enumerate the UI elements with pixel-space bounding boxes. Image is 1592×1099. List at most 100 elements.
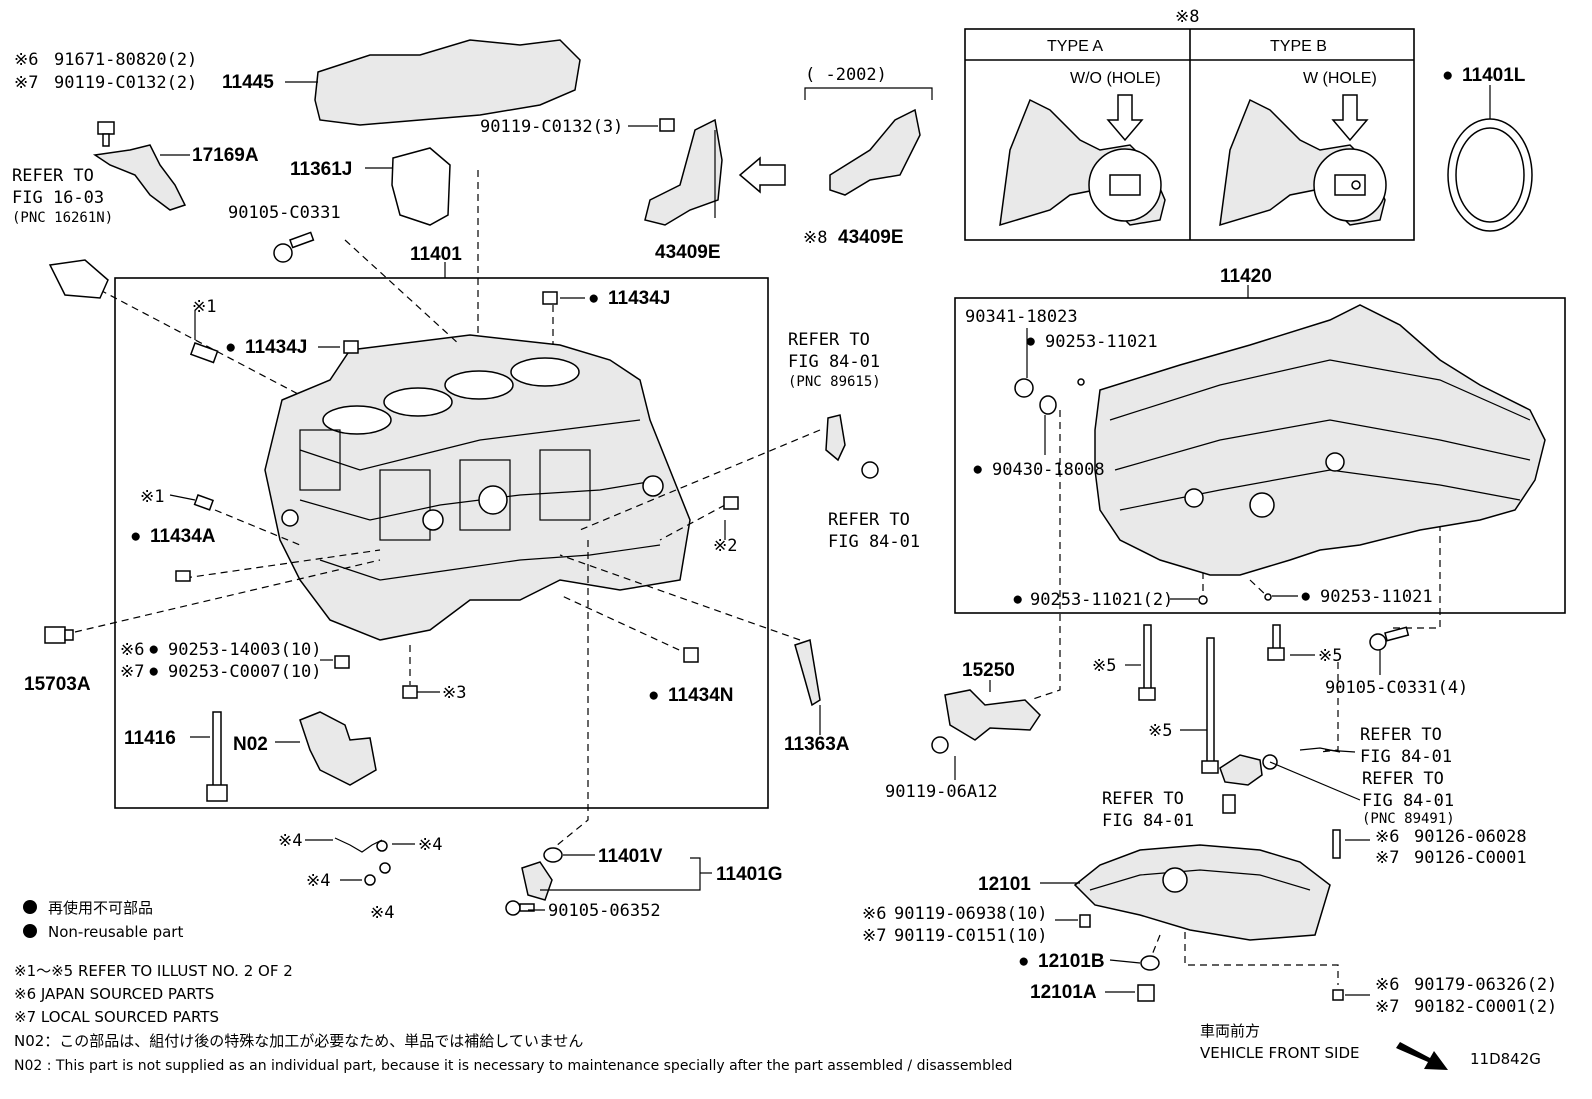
mark-n8-top: ※8 xyxy=(1175,7,1199,27)
seal-11401V xyxy=(543,847,563,863)
refer-84-01-d-line2: FIG 84-01 xyxy=(1102,811,1194,831)
label-91671: 91671-80820(2) xyxy=(54,50,197,70)
sensor-89491 xyxy=(1219,747,1341,814)
bullet-12101B: ● xyxy=(1018,951,1029,972)
gasket-12101B xyxy=(1140,955,1160,971)
bolt-90119-C0132 xyxy=(659,118,675,132)
refer-84-01-c-line2: FIG 84-01 xyxy=(1360,747,1452,767)
bolt-90119-06938 xyxy=(1079,914,1091,928)
mark-n6-90119: ※6 xyxy=(862,904,886,924)
label-90105-06352: 90105-06352 xyxy=(548,901,661,921)
type-b-note: W (HOLE) xyxy=(1303,70,1377,87)
hose-16261N xyxy=(48,259,109,299)
label-11361J: 11361J xyxy=(290,159,352,180)
legend-ref-1-5: ※1～※5 REFER TO ILLUST NO. 2 OF 2 xyxy=(14,962,293,980)
label-90253-11021-2: 90253-11021(2) xyxy=(1030,590,1173,610)
mark-n2: ※2 xyxy=(713,536,737,556)
label-11434N: 11434N xyxy=(668,685,734,706)
bolt-90105-C0331 xyxy=(273,231,315,263)
mark-n4-a: ※4 xyxy=(278,831,302,851)
bullet-90430-18008: ● xyxy=(972,459,983,480)
mark-n6-tl: ※6 xyxy=(14,50,38,70)
label-43409E: 43409E xyxy=(655,242,721,263)
pin-11434J-small xyxy=(343,340,359,354)
label-90179-06326: 90179-06326(2) xyxy=(1414,975,1557,995)
legend-local: ※7 LOCAL SOURCED PARTS xyxy=(14,1008,219,1026)
nut-90253-2 xyxy=(1198,595,1208,605)
bolt-11416 xyxy=(206,711,228,802)
bolt-n5-a xyxy=(1138,624,1156,701)
label-43409E-b: 43409E xyxy=(838,227,904,248)
bolt-n5-c xyxy=(1267,624,1285,661)
heat-insulator-11445 xyxy=(314,39,581,126)
label-90253-C0007: 90253-C0007(10) xyxy=(168,662,322,682)
front-side-jp: 車両前方 xyxy=(1200,1022,1260,1040)
nut-90253 xyxy=(334,655,350,669)
refer-84-01-mid-line1: REFER TO xyxy=(828,510,910,530)
refer-89491-line3: (PNC 89491) xyxy=(1362,811,1455,827)
leader-lines xyxy=(74,170,1441,985)
refer-fig16-line3: (PNC 16261N) xyxy=(12,210,113,226)
mark-n8-mid: ※8 xyxy=(803,228,827,248)
refer-84-01-c-line1: REFER TO xyxy=(1360,725,1442,745)
gasket-11361J xyxy=(391,147,451,226)
refer-84-01-mid-line2: FIG 84-01 xyxy=(828,532,920,552)
oil-pan-upper-11420 xyxy=(1094,304,1546,576)
label-90126-C0001: 90126-C0001 xyxy=(1414,848,1527,868)
bullet-11434J-left: ● xyxy=(225,337,236,358)
bullet-11434A: ● xyxy=(130,526,141,547)
label-11401L: 11401L xyxy=(1462,65,1526,86)
label-90119-C0132-2: 90119-C0132(2) xyxy=(54,73,197,93)
range-label: ( -2002) xyxy=(805,65,887,85)
bullet-11401L: ● xyxy=(1442,65,1453,86)
label-11420: 11420 xyxy=(1220,266,1272,287)
refer-84-01-d-line1: REFER TO xyxy=(1102,789,1184,809)
arrow-left xyxy=(738,156,786,194)
legend-bullet-1 xyxy=(23,900,37,914)
label-90253-14003: 90253-14003(10) xyxy=(168,640,322,660)
label-N02: N02 xyxy=(233,734,268,755)
plug-90341 xyxy=(1014,378,1034,398)
mark-n5-a: ※5 xyxy=(1092,656,1116,676)
pin-11434A xyxy=(175,570,191,582)
illustration-id: 11D842G xyxy=(1470,1050,1541,1068)
mark-n7-block: ※7 xyxy=(120,662,144,682)
solid-leaders xyxy=(160,81,1491,996)
label-17169A: 17169A xyxy=(192,145,259,166)
nut-90253-a xyxy=(1077,378,1085,386)
label-12101B: 12101B xyxy=(1038,951,1105,972)
label-90341-18023: 90341-18023 xyxy=(965,307,1078,327)
label-90119-06A12: 90119-06A12 xyxy=(885,782,998,802)
nut-90253-b xyxy=(1264,593,1272,601)
legend-japan: ※6 JAPAN SOURCED PARTS xyxy=(14,985,214,1003)
refer-fig16-line1: REFER TO xyxy=(12,166,94,186)
refer-89615-line1: REFER TO xyxy=(788,330,870,350)
oil-pan-upper-frame xyxy=(954,297,1566,614)
oil-seal-11401L xyxy=(1447,118,1533,232)
bolt-90105-06352 xyxy=(505,900,535,916)
legend-nonreuse-en: Non-reusable part xyxy=(48,923,183,941)
refer-89491-line1: REFER TO xyxy=(1362,769,1444,789)
mark-n4-d: ※4 xyxy=(370,903,394,923)
oil-pan-12101 xyxy=(1073,844,1331,941)
refer-89615-line2: FIG 84-01 xyxy=(788,352,880,372)
bracket-17169A xyxy=(92,144,187,211)
plug-15703A xyxy=(44,626,74,644)
label-90105-C0331-4: 90105-C0331(4) xyxy=(1325,678,1468,698)
bullet-90253-11021-b: ● xyxy=(1300,586,1311,607)
bullet-90253-C0007: ● xyxy=(148,661,159,682)
mark-n7-90119: ※7 xyxy=(862,926,886,946)
bracket-43409E xyxy=(644,118,723,226)
plug-12101A xyxy=(1137,984,1155,1002)
pin-11434N xyxy=(683,647,699,663)
mark-n6-block: ※6 xyxy=(120,640,144,660)
bolt-90105-C0331-4 xyxy=(1369,626,1410,651)
mark-n3: ※3 xyxy=(442,683,466,703)
mark-n6-90179: ※6 xyxy=(1375,975,1399,995)
stud-90126 xyxy=(1332,829,1341,859)
label-90182-C0001: 90182-C0001(2) xyxy=(1414,997,1557,1017)
label-90119-C0132-3: 90119-C0132(3) xyxy=(480,117,623,137)
mark-n4-c: ※4 xyxy=(306,871,330,891)
mark-n5-b: ※5 xyxy=(1318,646,1342,666)
